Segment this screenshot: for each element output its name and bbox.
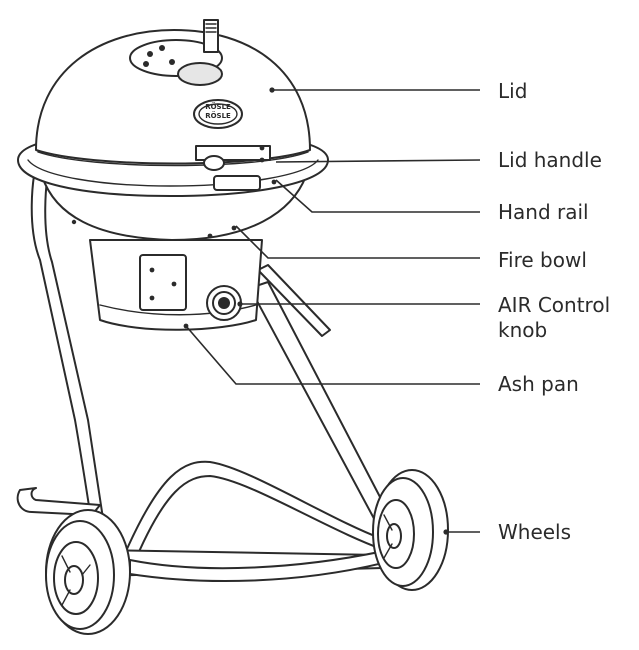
label-air-control-knob: AIR Control knob — [498, 293, 611, 342]
leader-lid-handle — [275, 159, 481, 163]
ash-pan-body — [89, 239, 263, 331]
leader-fire-bowl — [235, 225, 480, 259]
logo-top-text: RÖSLE — [205, 102, 231, 111]
label-hand-rail: Hand rail — [498, 200, 589, 224]
leader-hand-rail — [275, 179, 480, 213]
label-lid: Lid — [498, 79, 528, 103]
leader-ash-pan — [185, 325, 480, 385]
label-fire-bowl: Fire bowl — [498, 248, 587, 272]
wheel-right — [372, 469, 449, 591]
logo-middle-text: RÖSLE — [205, 111, 231, 120]
label-ash-pan: Ash pan — [498, 372, 579, 396]
wheel-left — [45, 509, 131, 635]
label-lid-handle: Lid handle — [498, 148, 602, 172]
leader-lines — [185, 87, 481, 535]
label-wheels: Wheels — [498, 520, 572, 544]
lid: RÖSLE RÖSLE — [35, 19, 311, 171]
